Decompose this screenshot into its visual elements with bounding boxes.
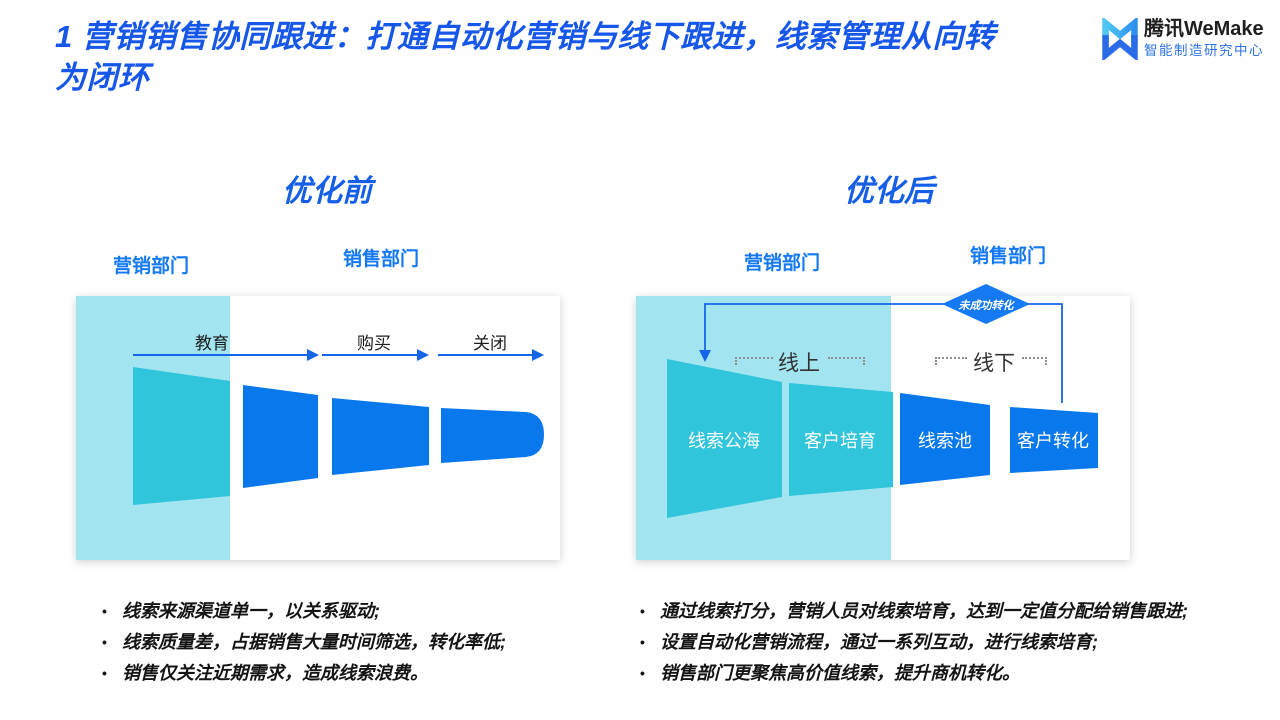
stage-label-close: 关闭 [473,334,507,353]
heading-before: 优化前 [282,175,372,208]
after-funnel-seg3 [900,393,990,485]
heading-after: 优化后 [844,175,934,208]
after-bullet-list: 通过线索打分，营销人员对线索培育，达到一定值分配给销售跟进; 设置自动化营销流程… [638,596,1228,689]
after-bullet-1: 通过线索打分，营销人员对线索培育，达到一定值分配给销售跟进; [638,596,1228,627]
feedback-loop-line [704,303,1063,403]
before-marketing-dept-label: 营销部门 [112,256,189,277]
after-funnel-seg2 [789,383,893,496]
funnel-label-customer-nurture: 客户培育 [804,431,876,451]
stage-arrowheads [307,349,544,361]
logo-brand: 腾讯WeMake [1144,18,1264,40]
page-title-line1: 1 营销销售协同跟进：打通自动化营销与线下跟进，线索管理从向转 [55,19,996,54]
zone-label-online: 线上 [778,352,820,375]
before-sales-dept-label: 销售部门 [342,249,419,270]
after-bullet-3: 销售部门更聚焦高价值线索，提升商机转化。 [638,658,1228,689]
page-title-line2: 为闭环 [55,60,150,95]
before-diagram-card: 教育 购买 关闭 [76,296,560,560]
before-funnel-seg3 [332,398,429,475]
after-funnel-seg4 [1010,407,1098,473]
after-bullet-2: 设置自动化营销流程，通过一系列互动，进行线索培育; [638,627,1228,658]
before-bullet-1: 线索来源渠道单一，以关系驱动; [100,596,580,627]
after-funnel-seg1 [667,359,782,518]
before-bullet-list: 线索来源渠道单一，以关系驱动; 线索质量差，占据销售大量时间筛选，转化率低; 销… [100,596,580,689]
zone-label-offline: 线下 [973,352,1015,375]
diamond-label: 未成功转化 [958,300,1014,312]
wemake-logo: 腾讯WeMake 智能制造研究中心 [1101,16,1264,60]
feedback-arrowhead [699,350,711,362]
after-funnel-graphic [667,284,1098,518]
online-bracket-right [828,357,865,365]
before-funnel-seg2 [243,385,318,488]
funnel-label-customer-convert: 客户转化 [1017,431,1089,451]
logo-subtitle: 智能制造研究中心 [1144,43,1264,58]
offline-bracket-right [1022,357,1047,365]
after-marketing-dept-label: 营销部门 [743,253,820,274]
logo-text: 腾讯WeMake 智能制造研究中心 [1144,16,1264,59]
funnel-label-lead-pool: 线索池 [918,431,972,451]
before-funnel-graphic [133,349,544,505]
stage-label-educate: 教育 [195,334,229,353]
before-bullet-3: 销售仅关注近期需求，造成线索浪费。 [100,658,580,689]
before-funnel-seg1 [133,367,230,505]
after-sales-dept-label: 销售部门 [969,246,1046,267]
after-diagram-card: 未成功转化 线上 线下 线索公海 客户培育 线索池 客户转化 [636,284,1130,560]
before-funnel-seg4 [441,408,544,463]
funnel-label-lead-pool-public: 线索公海 [688,431,760,451]
before-bullet-2: 线索质量差，占据销售大量时间筛选，转化率低; [100,627,580,658]
wemake-logo-icon [1102,18,1138,60]
stage-label-buy: 购买 [357,334,391,353]
feedback-diamond [942,284,1030,324]
online-bracket-left [735,357,773,365]
offline-bracket-left [935,357,967,365]
page-title: 1 营销销售协同跟进：打通自动化营销与线下跟进，线索管理从向转 为闭环 [55,16,1105,98]
